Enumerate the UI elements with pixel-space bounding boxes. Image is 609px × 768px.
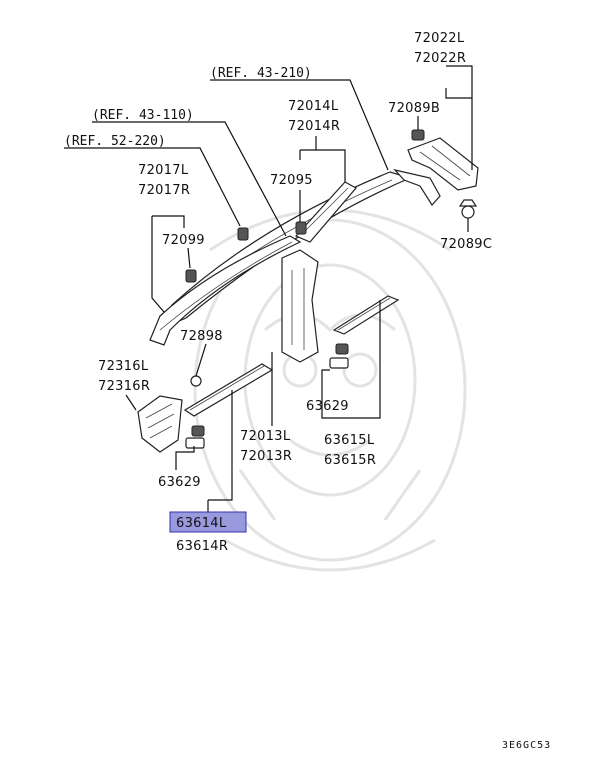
leader-lines [64, 65, 473, 512]
front-pillar-trim [149, 235, 302, 346]
label-72017R: 72017R [138, 183, 190, 198]
label-72316R: 72316R [98, 379, 150, 394]
label-63614L[interactable]: 63614L [176, 516, 227, 531]
reference-43-110[interactable]: (REF. 43-110) [92, 108, 194, 123]
label-72022L: 72022L [414, 31, 465, 46]
center-pillar-trim [281, 181, 357, 363]
rear-side-trim [407, 129, 479, 191]
clip-72898 [190, 375, 202, 387]
highlight-box-63614L[interactable] [169, 511, 247, 533]
label-72017L: 72017L [138, 163, 189, 178]
clip-72099 [185, 227, 249, 283]
label-63614R: 63614R [176, 539, 228, 554]
label-72014R: 72014R [288, 119, 340, 134]
reference-52-220[interactable]: (REF. 52-220) [64, 134, 166, 149]
label-72013L: 72013L [240, 429, 291, 444]
label-72089B: 72089B [388, 101, 440, 116]
label-63615L: 63615L [324, 433, 375, 448]
label-63629-left: 63629 [158, 475, 201, 490]
label-72089C: 72089C [440, 237, 492, 252]
label-63615R: 63615R [324, 453, 376, 468]
clip-72089c [458, 199, 478, 219]
label-72316L: 72316L [98, 359, 149, 374]
clip-72095 [295, 221, 307, 235]
label-72099: 72099 [162, 233, 205, 248]
label-72898: 72898 [180, 329, 223, 344]
kick-panel [137, 395, 183, 453]
rear-scuff-plate [329, 295, 400, 369]
label-63629-right: 63629 [306, 399, 349, 414]
label-72014L: 72014L [288, 99, 339, 114]
label-72013R: 72013R [240, 449, 292, 464]
label-72022R: 72022R [414, 51, 466, 66]
diagram-code: 3E6GC53 [502, 740, 551, 751]
reference-43-210[interactable]: (REF. 43-210) [210, 66, 312, 81]
label-72095: 72095 [270, 173, 313, 188]
